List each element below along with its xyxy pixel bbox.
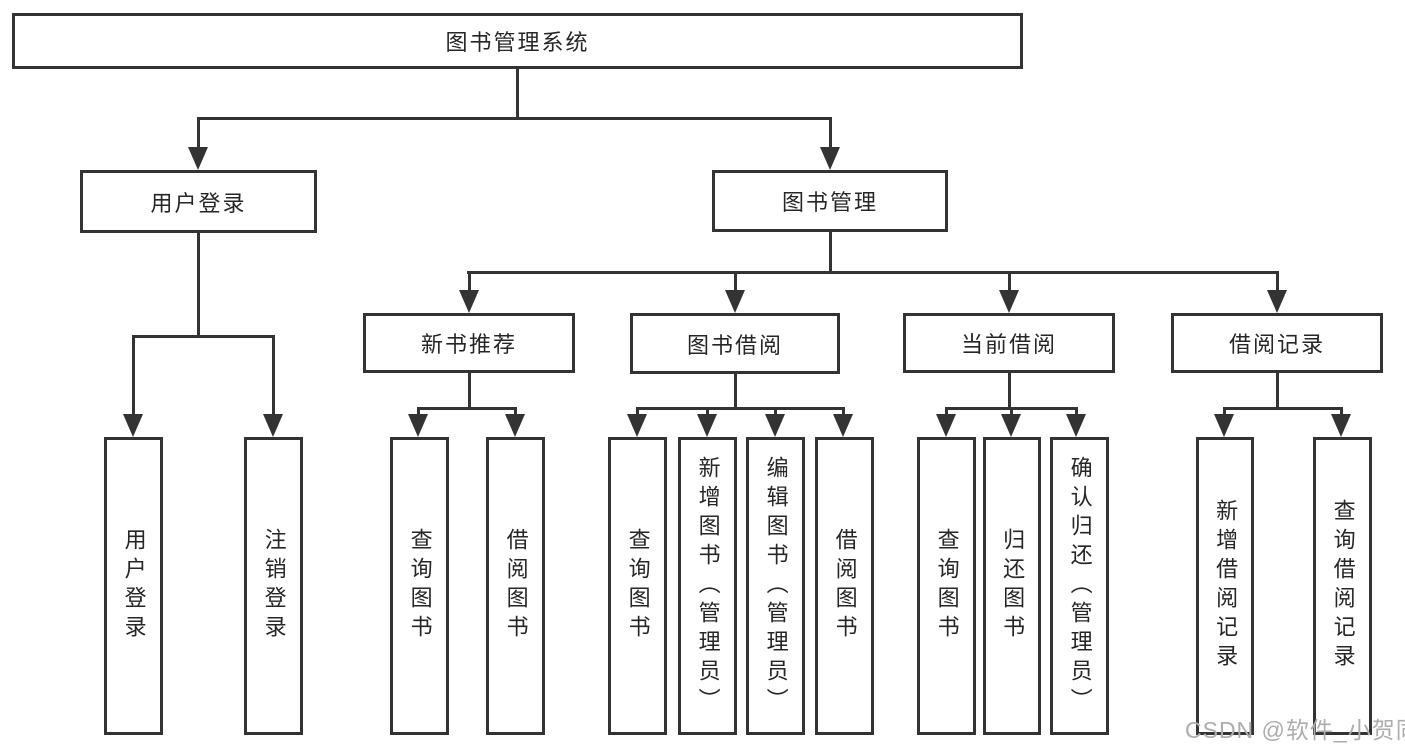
- arrowhead-book-borrowing: [725, 290, 745, 313]
- leaf-confirm-return-admin: 确认归还（管理员）: [1050, 437, 1109, 735]
- node-label: 借阅记录: [1228, 332, 1325, 357]
- connector-drop-leaf-query-borrow: [636, 407, 639, 419]
- arrowhead-leaf-user-login: [123, 414, 143, 437]
- node-label: 查询图书: [625, 528, 651, 644]
- node-label: 新增图书（管理员）: [695, 455, 721, 717]
- node-library-management-system: 图书管理系统: [12, 13, 1023, 69]
- node-new-book-recommendation: 新书推荐: [363, 313, 575, 373]
- connector-drop-leaf-query-recommend: [417, 407, 420, 419]
- node-label: 归还图书: [1000, 528, 1026, 644]
- connector-drop-leaf-borrow-recommend: [514, 407, 517, 419]
- arrowhead-leaf-query-current: [936, 414, 956, 437]
- connector-drop-leaf-add-books: [706, 407, 709, 419]
- arrowhead-leaf-query-recommend: [408, 414, 428, 437]
- connector-new-book-stem: [468, 371, 471, 409]
- leaf-logout: 注销登录: [244, 437, 303, 735]
- connector-drop-leaf-query-current: [945, 407, 948, 419]
- connector-drop-current-borrowing: [1008, 271, 1011, 293]
- arrowhead-leaf-return-books: [1001, 414, 1021, 437]
- connector-drop-leaf-user-login: [132, 335, 135, 417]
- arrowhead-leaf-add-books: [697, 414, 717, 437]
- connector-root-stem: [516, 67, 519, 119]
- connector-borrowing-records-hline: [1223, 407, 1343, 410]
- connector-level2-hline: [197, 117, 832, 120]
- connector-book-borrowing-hline: [636, 407, 844, 410]
- arrowhead-leaf-query-record: [1331, 414, 1351, 437]
- node-book-borrowing: 图书借阅: [630, 313, 840, 374]
- connector-book-management-stem: [829, 230, 832, 273]
- node-label: 确认归还（管理员）: [1067, 455, 1093, 717]
- connector-new-book-hline: [417, 407, 517, 410]
- arrowhead-borrowing-records: [1267, 290, 1287, 313]
- connector-drop-leaf-add-record: [1223, 407, 1226, 419]
- leaf-query-books-current: 查询图书: [917, 437, 976, 735]
- node-current-borrowing: 当前借阅: [903, 313, 1115, 373]
- node-label: 借阅图书: [832, 528, 858, 644]
- leaf-return-books: 归还图书: [983, 437, 1041, 735]
- connector-user-login-hline: [132, 335, 275, 338]
- node-label: 查询图书: [934, 528, 960, 644]
- connector-borrowing-records-stem: [1276, 371, 1279, 409]
- arrowhead-leaf-borrow-books: [833, 414, 853, 437]
- node-user-login: 用户登录: [80, 170, 317, 233]
- leaf-query-books-borrow: 查询图书: [608, 437, 667, 735]
- leaf-query-books-recommend: 查询图书: [390, 437, 449, 735]
- arrowhead-current-borrowing: [999, 290, 1019, 313]
- leaf-query-borrow-record: 查询借阅记录: [1313, 437, 1372, 735]
- node-label: 注销登录: [261, 528, 287, 644]
- leaf-add-books-admin: 新增图书（管理员）: [678, 437, 737, 735]
- node-label: 查询借阅记录: [1330, 499, 1356, 673]
- connector-level3-hline: [467, 271, 1279, 274]
- leaf-borrow-books-borrow: 借阅图书: [815, 437, 874, 735]
- connector-book-borrowing-stem: [734, 372, 737, 409]
- connector-drop-leaf-borrow-books: [842, 407, 845, 419]
- node-label: 图书借阅: [686, 332, 783, 358]
- arrowhead-leaf-add-record: [1214, 414, 1234, 437]
- node-label: 新增借阅记录: [1213, 499, 1239, 673]
- arrowhead-leaf-logout: [263, 414, 283, 437]
- node-borrowing-records: 借阅记录: [1171, 313, 1383, 373]
- node-label: 图书管理系统: [445, 30, 590, 55]
- node-label: 图书管理: [781, 190, 878, 215]
- arrowhead-leaf-query-borrow: [627, 414, 647, 437]
- node-label: 借阅图书: [503, 528, 529, 644]
- node-book-management: 图书管理: [712, 170, 948, 232]
- connector-drop-leaf-query-record: [1340, 407, 1343, 419]
- arrowhead-book-management: [820, 147, 840, 170]
- leaf-add-borrow-record: 新增借阅记录: [1196, 437, 1254, 735]
- connector-drop-new-book: [468, 271, 471, 293]
- node-label: 用户登录: [150, 190, 247, 216]
- node-label: 编辑图书（管理员）: [763, 455, 789, 717]
- arrowhead-user-login: [188, 147, 208, 170]
- arrowhead-leaf-confirm-return: [1066, 414, 1086, 437]
- connector-drop-book-borrowing: [734, 271, 737, 293]
- connector-drop-user-login: [197, 117, 200, 150]
- leaf-user-login: 用户登录: [104, 437, 163, 735]
- arrowhead-leaf-edit-books: [765, 414, 785, 437]
- connector-drop-leaf-logout: [272, 335, 275, 417]
- connector-drop-book-management: [829, 117, 832, 150]
- arrowhead-new-book: [459, 290, 479, 313]
- connector-drop-leaf-edit-books: [774, 407, 777, 419]
- node-label: 查询图书: [407, 528, 433, 644]
- node-label: 当前借阅: [960, 332, 1057, 357]
- connector-user-login-stem: [197, 231, 200, 337]
- csdn-watermark: CSDN @软件_小贺同学: [1185, 717, 1405, 743]
- connector-drop-borrowing-records: [1276, 271, 1279, 293]
- connector-drop-leaf-return-books: [1010, 407, 1013, 419]
- connector-current-borrowing-stem: [1008, 371, 1011, 409]
- node-label: 新书推荐: [420, 332, 517, 357]
- arrowhead-leaf-borrow-recommend: [505, 414, 525, 437]
- leaf-edit-books-admin: 编辑图书（管理员）: [746, 437, 805, 735]
- leaf-borrow-books-recommend: 借阅图书: [486, 437, 545, 735]
- node-label: 用户登录: [121, 528, 147, 644]
- connector-drop-leaf-confirm-return: [1075, 407, 1078, 419]
